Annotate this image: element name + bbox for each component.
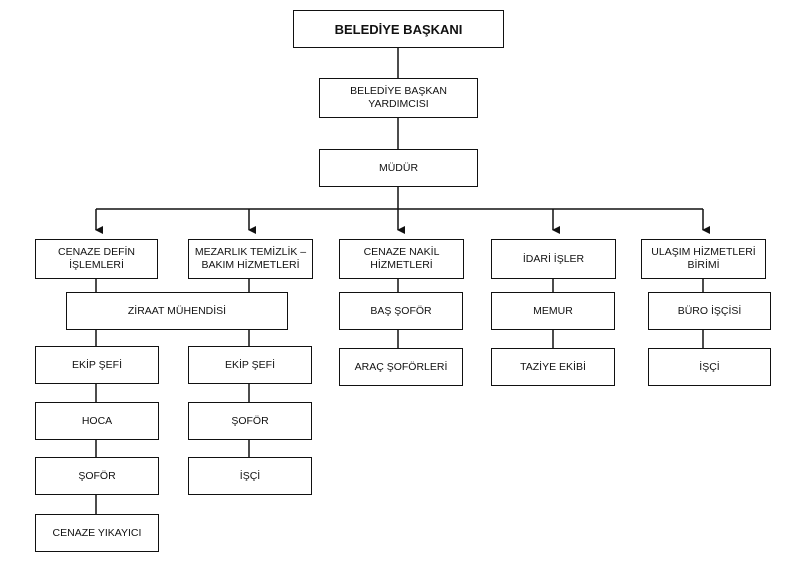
staff-label: TAZİYE EKİBİ [520,360,586,373]
transport-unit-staff-box: BÜRO İŞÇİSİ [648,292,771,330]
funeral-transport-staff-box: ARAÇ ŞOFÖRLERİ [339,348,463,386]
staff-label: HOCA [81,414,113,427]
funeral-transport-staff-box: BAŞ ŞOFÖR [339,292,463,330]
agricultural-engineer-label: ZİRAAT MÜHENDİSİ [127,304,227,317]
staff-label: MEMUR [533,304,573,317]
department-title-line1: İDARİ İŞLER [522,252,585,265]
admin-staff-box: MEMUR [491,292,615,330]
department-title-line2: İŞLEMLERİ [69,259,124,271]
staff-label: ARAÇ ŞOFÖRLERİ [354,360,448,373]
department-title-line2: BAKIM HİZMETLERİ [201,259,300,271]
burial-staff-box: ŞOFÖR [35,457,159,495]
mayor-label: BELEDİYE BAŞKANI [334,21,463,37]
cemetery-staff-box: ŞOFÖR [188,402,312,440]
agricultural-engineer-box: ZİRAAT MÜHENDİSİ [66,292,288,330]
staff-label: İŞÇİ [239,469,261,482]
staff-label: İŞÇİ [699,360,720,373]
director-box: MÜDÜR [319,149,478,187]
staff-label: EKİP ŞEFİ [225,358,275,371]
burial-staff-box: HOCA [35,402,159,440]
cemetery-staff-box: İŞÇİ [188,457,312,495]
department-title-line1: CENAZE NAKİL [363,246,440,258]
department-transport-funeral-box: CENAZE NAKİL HİZMETLERİ [339,239,464,279]
department-burial-box: CENAZE DEFİN İŞLEMLERİ [35,239,158,279]
staff-label: ŞOFÖR [231,414,269,427]
department-title-line1: CENAZE DEFİN [57,246,135,258]
burial-staff-box: CENAZE YIKAYICI [35,514,159,552]
deputy-mayor-box: BELEDİYE BAŞKAN YARDIMCISI [319,78,478,118]
department-title-line1: MEZARLIK TEMİZLİK – [194,246,307,258]
staff-label: BÜRO İŞÇİSİ [677,304,742,317]
department-transport-unit-box: ULAŞIM HİZMETLERİ BİRİMİ [641,239,766,279]
burial-staff-box: EKİP ŞEFİ [35,346,159,384]
department-cemetery-box: MEZARLIK TEMİZLİK – BAKIM HİZMETLERİ [188,239,313,279]
department-admin-box: İDARİ İŞLER [491,239,616,279]
admin-staff-box: TAZİYE EKİBİ [491,348,615,386]
department-title-line1: ULAŞIM HİZMETLERİ [651,246,756,258]
cemetery-staff-box: EKİP ŞEFİ [188,346,312,384]
transport-unit-staff-box: İŞÇİ [648,348,771,386]
staff-label: BAŞ ŞOFÖR [370,304,432,317]
deputy-mayor-label: BELEDİYE BAŞKAN YARDIMCISI [350,85,447,110]
staff-label: ŞOFÖR [78,469,116,482]
mayor-box: BELEDİYE BAŞKANI [293,10,504,48]
department-title-line2: HİZMETLERİ [370,259,433,271]
department-title-line2: BİRİMİ [687,259,720,271]
staff-label: EKİP ŞEFİ [72,358,122,371]
staff-label: CENAZE YIKAYICI [52,526,142,539]
director-label: MÜDÜR [378,161,419,174]
